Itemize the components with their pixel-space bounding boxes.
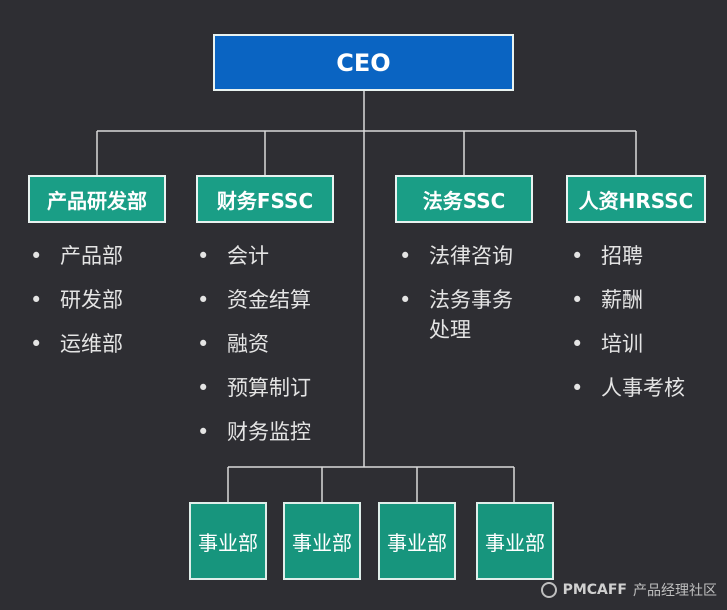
dept-box-hr: 人资HRSSC [566, 175, 706, 223]
list-item: 研发部 [30, 285, 123, 315]
dept-items-hr: 招聘 薪酬 培训 人事考核 [571, 241, 685, 417]
dept-title: 法务SSC [422, 188, 506, 213]
business-unit-box: 事业部 [189, 502, 267, 580]
list-item: 会计 [197, 241, 311, 271]
list-item: 人事考核 [571, 373, 685, 403]
list-item: 薪酬 [571, 285, 685, 315]
watermark-text: 产品经理社区 [633, 583, 717, 599]
business-unit-label: 事业部 [387, 530, 447, 555]
business-unit-label: 事业部 [198, 530, 258, 555]
ceo-label: CEO [336, 48, 391, 77]
pmcaff-logo-icon [540, 582, 557, 598]
watermark: PMCAFF 产品经理社区 [540, 580, 717, 600]
business-unit-box: 事业部 [283, 502, 361, 580]
list-item: 招聘 [571, 241, 685, 271]
dept-box-finance: 财务FSSC [196, 175, 334, 223]
list-item: 法务事务 处理 [399, 285, 513, 345]
business-unit-box: 事业部 [378, 502, 456, 580]
dept-title: 财务FSSC [216, 188, 314, 213]
list-item: 产品部 [30, 241, 123, 271]
list-item: 预算制订 [197, 373, 311, 403]
dept-title: 人资HRSSC [578, 188, 694, 213]
list-item: 财务监控 [197, 417, 311, 447]
list-item: 培训 [571, 329, 685, 359]
dept-items-product-rd: 产品部 研发部 运维部 [30, 241, 123, 373]
business-unit-box: 事业部 [476, 502, 554, 580]
dept-box-product-rd: 产品研发部 [28, 175, 166, 223]
business-unit-label: 事业部 [485, 530, 545, 555]
list-item: 运维部 [30, 329, 123, 359]
list-item: 法律咨询 [399, 241, 513, 271]
watermark-brand: PMCAFF [562, 582, 627, 598]
dept-items-finance: 会计 资金结算 融资 预算制订 财务监控 [197, 241, 311, 461]
dept-box-legal: 法务SSC [395, 175, 533, 223]
list-item: 融资 [197, 329, 311, 359]
ceo-box: CEO [213, 34, 514, 91]
dept-items-legal: 法律咨询 法务事务 处理 [399, 241, 513, 359]
list-item: 资金结算 [197, 285, 311, 315]
dept-title: 产品研发部 [47, 188, 147, 213]
business-unit-label: 事业部 [292, 530, 352, 555]
